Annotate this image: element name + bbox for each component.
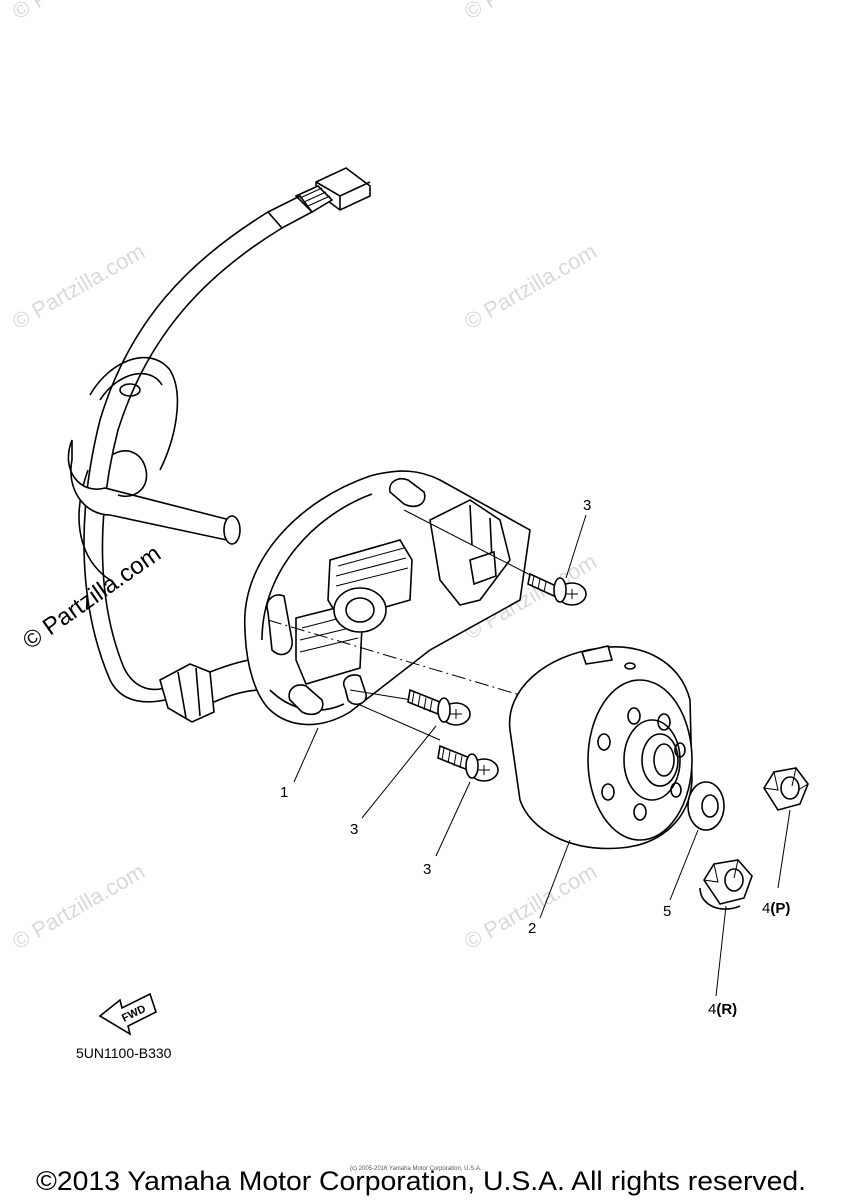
watermark: © Partzilla.com bbox=[8, 859, 149, 955]
callout-part-4r: 4(R) bbox=[708, 1001, 737, 1018]
callout-part-5: 5 bbox=[663, 903, 671, 920]
leader-lines bbox=[293, 514, 791, 997]
nut-p bbox=[763, 767, 809, 811]
watermark-dark: © Partzilla.com bbox=[18, 540, 166, 655]
wire-connector bbox=[266, 167, 371, 230]
diagram-code: 5UN1100-B330 bbox=[76, 1045, 172, 1061]
nut-r bbox=[699, 859, 753, 910]
centerline bbox=[267, 619, 521, 696]
callout-part-4p-suffix: (P) bbox=[770, 900, 790, 917]
rotor-flywheel bbox=[508, 645, 693, 850]
watermark: © Partzilla.com bbox=[460, 0, 601, 24]
callout-part-3-top: 3 bbox=[583, 497, 591, 514]
screw-top bbox=[527, 572, 587, 606]
washer bbox=[687, 781, 725, 831]
watermark: © Partzilla.com bbox=[460, 859, 601, 955]
watermark: © Partzilla.com bbox=[460, 239, 601, 335]
callout-part-3-low: 3 bbox=[423, 861, 431, 878]
copyright-footer: ©2013 Yamaha Motor Corporation, U.S.A. A… bbox=[36, 1166, 806, 1196]
screw-middle bbox=[407, 688, 471, 726]
callout-part-4r-suffix: (R) bbox=[716, 1001, 737, 1018]
watermark-layer: © Partzilla.com © Partzilla.com © Partzi… bbox=[8, 0, 601, 954]
leader-screw-mid bbox=[349, 689, 413, 701]
callout-part-4p: 4(P) bbox=[762, 900, 790, 917]
stator-assembly bbox=[244, 470, 531, 726]
watermark: © Partzilla.com bbox=[8, 0, 149, 24]
watermark: © Partzilla.com bbox=[8, 239, 149, 335]
callout-part-3-mid: 3 bbox=[350, 821, 358, 838]
callout-part-1: 1 bbox=[280, 784, 288, 801]
callout-part-4r-number: 4 bbox=[708, 1001, 716, 1018]
leader-screw-top bbox=[403, 509, 541, 581]
callout-part-2: 2 bbox=[528, 920, 536, 937]
tiny-copyright: (c) 2005-2016 Yamaha Motor Corporation, … bbox=[350, 1166, 482, 1172]
leader-screw-low bbox=[359, 704, 441, 741]
callout-part-4p-number: 4 bbox=[762, 900, 770, 917]
fwd-arrow: FWD bbox=[98, 992, 157, 1036]
screw-lower bbox=[437, 744, 499, 782]
crankcase-fragment bbox=[67, 356, 241, 581]
